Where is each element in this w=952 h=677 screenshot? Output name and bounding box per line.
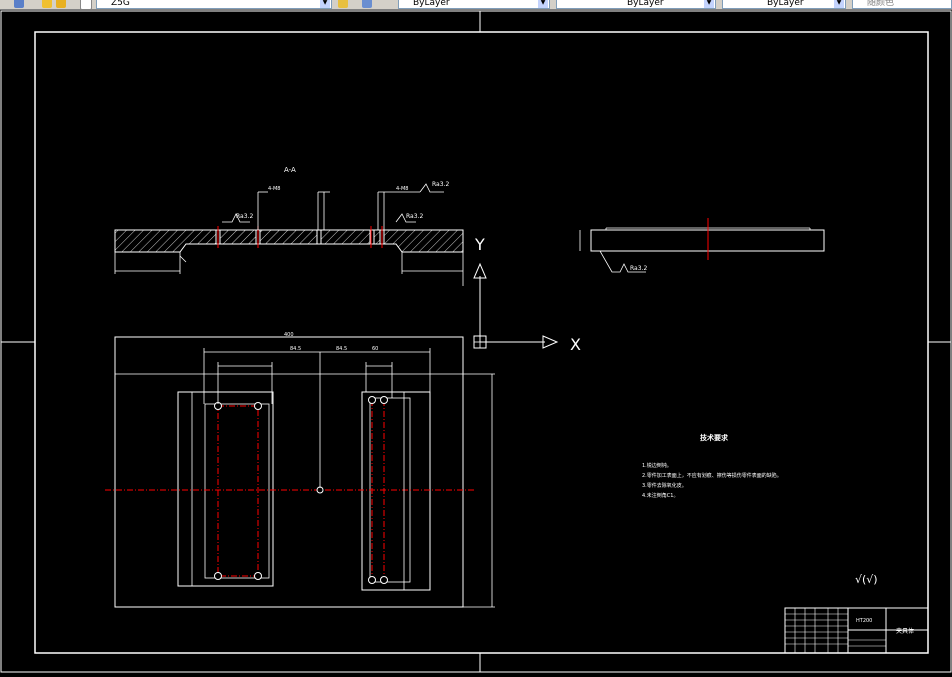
chevron-down-icon[interactable]: ▼ — [538, 0, 548, 8]
section-leaders — [114, 183, 464, 286]
layer-state-icon[interactable] — [14, 0, 24, 8]
linetype-dropdown[interactable]: ByLayer ▼ — [556, 0, 716, 9]
tech-line-3: 3.零件去除氧化皮。 — [642, 482, 687, 489]
dim-thread-1: 4-M8 — [268, 186, 280, 192]
pocket-right — [361, 391, 431, 591]
layer-previous-icon[interactable] — [362, 0, 372, 8]
color-dropdown[interactable]: ByLayer ▼ — [398, 0, 550, 9]
section-view: A-A 4-M8 4-M8 — [114, 166, 464, 286]
dim-b: 84.5 — [336, 346, 347, 352]
ucs-y-label: Y — [474, 235, 485, 254]
plan-dimension-lines — [191, 348, 495, 608]
drawing-canvas[interactable]: A-A 4-M8 4-M8 — [0, 10, 952, 673]
ucs-icon: Y X — [473, 235, 581, 354]
tech-line-2: 2.零件加工表面上，不应有划痕、擦伤等损伤零件表面的缺陷。 — [642, 472, 782, 479]
layer-lock-icon[interactable] — [56, 0, 66, 8]
general-roughness: √(√) — [855, 573, 878, 586]
color-dropdown-value: ByLayer — [413, 0, 450, 8]
layer-dropdown[interactable]: Z5G ▼ — [96, 0, 332, 9]
lineweight-dropdown-value: ByLayer — [767, 0, 804, 8]
pocket-left — [177, 391, 274, 587]
ucs-x-label: X — [570, 335, 581, 354]
properties-toolbar: Z5G ▼ ByLayer ▼ ByLayer ▼ ByLayer ▼ 随颜色 — [0, 0, 952, 10]
dim-c: 60 — [372, 346, 378, 352]
make-current-icon[interactable] — [338, 0, 348, 8]
tech-title: 技术要求 — [700, 433, 729, 442]
layer-color-icon[interactable] — [80, 0, 92, 9]
title-block-grid — [785, 608, 886, 653]
dim-a: 84.5 — [290, 346, 301, 352]
cad-drawing[interactable]: A-A 4-M8 4-M8 — [0, 10, 952, 673]
section-label: A-A — [284, 166, 296, 174]
lineweight-dropdown[interactable]: ByLayer ▼ — [722, 0, 846, 9]
plotstyle-dropdown: 随颜色 — [852, 0, 952, 9]
tech-line-1: 1.锐边倒钝。 — [642, 462, 672, 469]
title-block: HT200 夹具体 — [784, 607, 929, 654]
chevron-down-icon[interactable]: ▼ — [834, 0, 844, 8]
linetype-dropdown-value: ByLayer — [627, 0, 664, 8]
tech-line-4: 4.未注倒角C1。 — [642, 492, 678, 499]
technical-requirements: 技术要求 1.锐边倒钝。 2.零件加工表面上，不应有划痕、擦伤等损伤零件表面的缺… — [642, 433, 782, 499]
chevron-down-icon[interactable]: ▼ — [320, 0, 330, 8]
dim-thread-2: 4-M8 — [396, 186, 408, 192]
layer-freeze-icon[interactable] — [42, 0, 52, 8]
title-block-material: HT200 — [856, 618, 872, 624]
title-block-name: 夹具体 — [896, 627, 914, 635]
roughness-1: Ra3.2 — [236, 213, 253, 220]
side-view: Ra3.2 — [579, 218, 825, 273]
layer-dropdown-value: Z5G — [111, 0, 130, 8]
plotstyle-dropdown-value: 随颜色 — [867, 0, 895, 8]
plan-outline — [114, 336, 464, 608]
sheet-outer-border — [0, 10, 952, 673]
dim-overall: 400 — [284, 332, 294, 338]
chevron-down-icon[interactable]: ▼ — [704, 0, 714, 8]
plan-view: 400 84.5 84.5 60 — [105, 332, 495, 608]
section-body — [114, 229, 464, 253]
roughness-2: Ra3.2 — [406, 213, 423, 220]
centering-marks — [1, 11, 951, 672]
roughness-side: Ra3.2 — [630, 265, 647, 272]
roughness-3: Ra3.2 — [432, 181, 449, 188]
plan-holes — [214, 396, 388, 584]
plan-centerlines — [105, 400, 475, 580]
